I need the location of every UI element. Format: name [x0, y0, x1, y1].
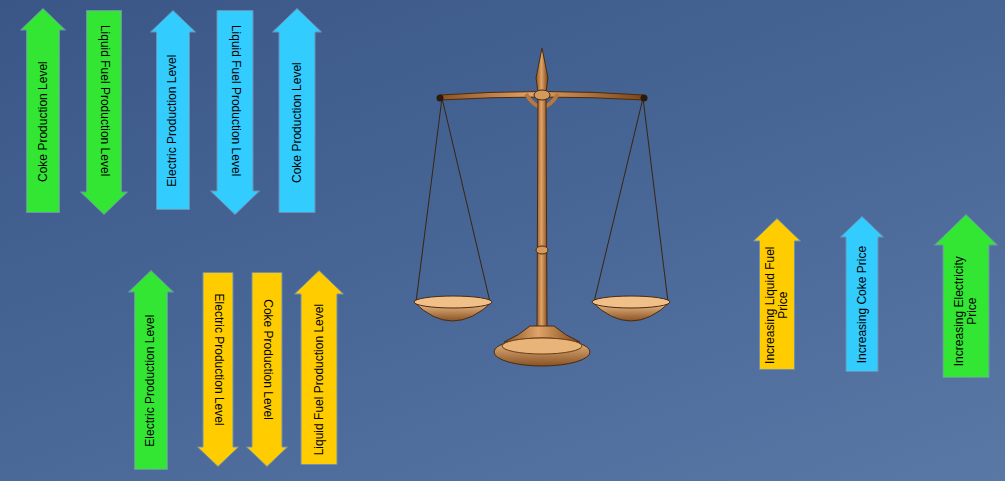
arrow-label: Electric Production Level — [144, 296, 157, 466]
up-arrow: Coke Production Level — [20, 8, 66, 213]
arrow-outline — [754, 219, 801, 370]
arrow-outline — [295, 271, 344, 465]
arrow-outline — [198, 273, 239, 467]
up-arrow: Coke Production Level — [272, 8, 322, 213]
up-arrow: Electric Production Level — [128, 270, 174, 470]
arrow-outline — [129, 271, 174, 470]
arrow-outline — [841, 217, 884, 372]
arrow-outline — [935, 215, 998, 378]
arrow-outline — [211, 11, 260, 215]
up-arrow: Increasing Electricity Price — [934, 214, 998, 378]
up-arrow: Increasing Coke Price — [840, 216, 884, 372]
arrow-shape — [934, 214, 998, 378]
down-arrow: Liquid Fuel Production Level — [80, 10, 128, 215]
arrow-outline — [273, 9, 322, 213]
arrow-label: Liquid Fuel Production Level — [97, 14, 110, 188]
arrow-label: Electric Production Level — [211, 276, 224, 443]
arrow-label: Increasing Coke Price — [855, 241, 868, 368]
down-arrow: Coke Production Level — [246, 272, 288, 467]
arrow-outline — [151, 11, 196, 210]
up-arrow: Liquid Fuel Production Level — [294, 270, 344, 465]
arrow-label: Coke Production Level — [290, 36, 303, 209]
arrow-label: Increasing Liquid Fuel Price — [764, 245, 790, 366]
arrow-label: Coke Production Level — [36, 34, 49, 209]
down-arrow: Liquid Fuel Production Level — [210, 10, 260, 215]
arrow-outline — [81, 11, 128, 215]
arrow-label: Coke Production Level — [260, 276, 273, 443]
up-arrow: Increasing Liquid Fuel Price — [753, 218, 801, 370]
arrow-label: Liquid Fuel Production Level — [312, 298, 325, 461]
arrow-outline — [247, 273, 288, 467]
arrow-label: Electric Production Level — [166, 36, 179, 206]
down-arrow: Electric Production Level — [197, 272, 239, 467]
arrow-label: Liquid Fuel Production Level — [228, 14, 241, 187]
up-arrow: Electric Production Level — [150, 10, 196, 210]
arrow-outline — [21, 9, 66, 213]
arrow-label: Increasing Electricity Price — [953, 249, 979, 374]
